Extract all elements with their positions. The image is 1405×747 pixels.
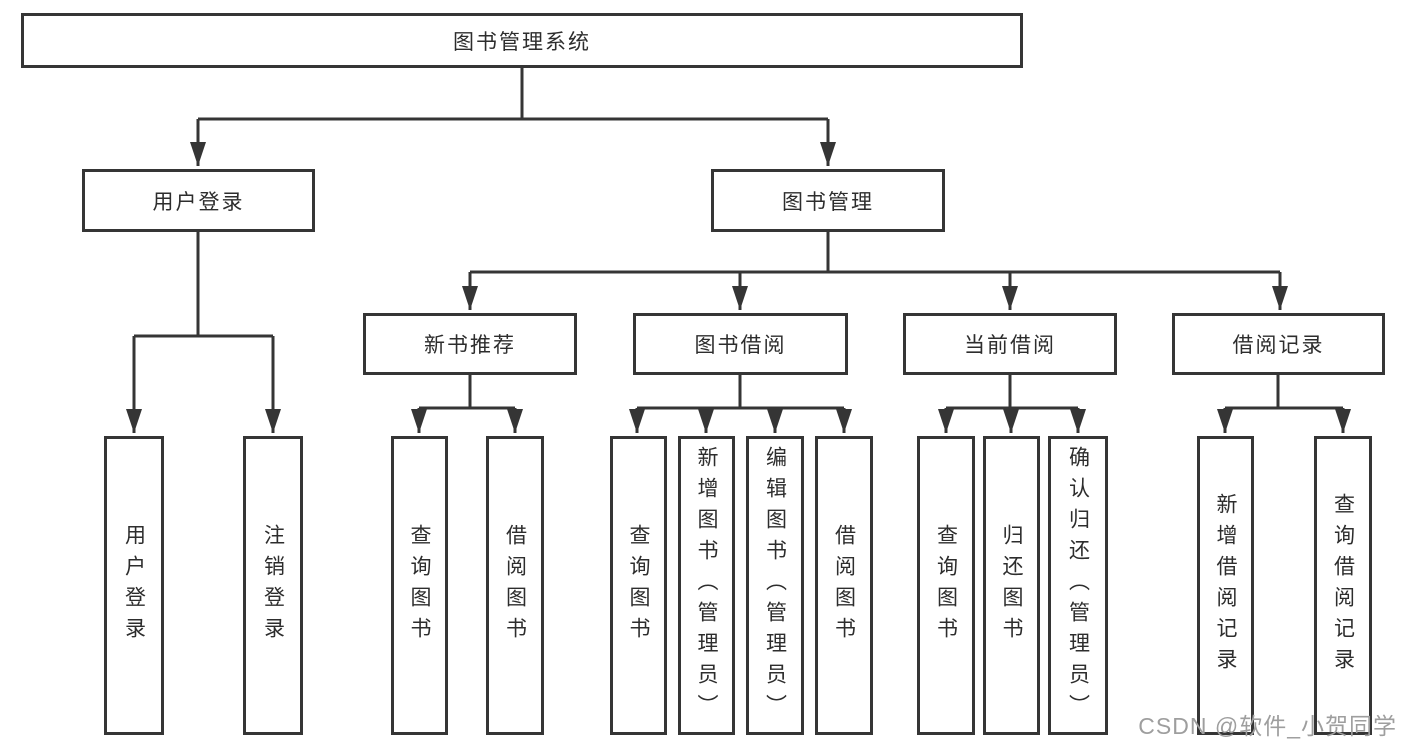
node-new-book-recommendation: 新书推荐 <box>363 313 577 375</box>
leaf-borrow-books-recommend: 借阅图书 <box>486 436 544 735</box>
node-user-login-label: 用户登录 <box>152 190 245 214</box>
leaf-borrow-books-borrowing-label: 借阅图书 <box>832 523 856 648</box>
leaf-borrow-books-borrowing: 借阅图书 <box>815 436 873 735</box>
leaf-add-borrow-record: 新增借阅记录 <box>1197 436 1254 735</box>
node-current-borrowing: 当前借阅 <box>903 313 1117 375</box>
node-user-login: 用户登录 <box>82 169 315 232</box>
leaf-user-login-label: 用户登录 <box>122 523 146 648</box>
leaf-confirm-return-admin: 确认归还（管理员） <box>1048 436 1108 735</box>
leaf-query-books-recommend: 查询图书 <box>391 436 448 735</box>
leaf-query-borrow-record-label: 查询借阅记录 <box>1331 492 1355 679</box>
leaf-query-books-borrowing: 查询图书 <box>610 436 667 735</box>
node-book-management-label: 图书管理 <box>782 190 874 214</box>
leaf-return-books: 归还图书 <box>983 436 1040 735</box>
leaf-logout-login-label: 注销登录 <box>261 523 285 648</box>
leaf-query-books-recommend-label: 查询图书 <box>408 523 431 648</box>
leaf-logout-login: 注销登录 <box>243 436 303 735</box>
node-new-book-recommendation-label: 新书推荐 <box>424 334 516 357</box>
leaf-add-books-admin-label: 新增图书（管理员） <box>695 446 718 725</box>
leaf-return-books-label: 归还图书 <box>1000 523 1023 648</box>
watermark-csdn: CSDN @软件_小贺同学 <box>1138 713 1397 739</box>
leaf-query-books-current: 查询图书 <box>917 436 975 735</box>
leaf-borrow-books-recommend-label: 借阅图书 <box>503 523 527 648</box>
node-book-borrowing: 图书借阅 <box>633 313 848 375</box>
leaf-user-login: 用户登录 <box>104 436 164 735</box>
leaf-edit-books-admin: 编辑图书（管理员） <box>746 436 804 735</box>
leaf-add-books-admin: 新增图书（管理员） <box>678 436 735 735</box>
node-library-system: 图书管理系统 <box>21 13 1023 68</box>
leaf-edit-books-admin-label: 编辑图书（管理员） <box>763 446 787 725</box>
leaf-query-books-current-label: 查询图书 <box>934 523 958 648</box>
node-current-borrowing-label: 当前借阅 <box>964 334 1056 357</box>
leaf-add-borrow-record-label: 新增借阅记录 <box>1214 492 1237 679</box>
leaf-query-borrow-record: 查询借阅记录 <box>1314 436 1372 735</box>
node-borrowing-records-label: 借阅记录 <box>1232 334 1325 357</box>
node-library-system-label: 图书管理系统 <box>453 30 591 54</box>
node-book-management: 图书管理 <box>711 169 945 232</box>
node-book-borrowing-label: 图书借阅 <box>694 334 787 357</box>
leaf-confirm-return-admin-label: 确认归还（管理员） <box>1066 446 1090 725</box>
leaf-query-books-borrowing-label: 查询图书 <box>627 523 650 648</box>
node-borrowing-records: 借阅记录 <box>1172 313 1385 375</box>
